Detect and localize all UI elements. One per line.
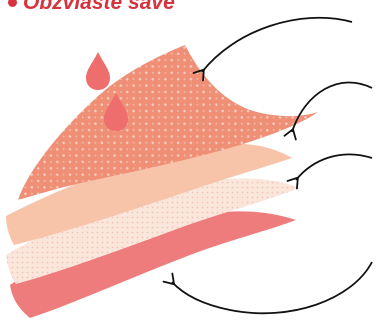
- curved-arrow-icon: [292, 82, 372, 132]
- water-drop-icon: [86, 52, 110, 90]
- curved-arrow-icon: [202, 18, 352, 72]
- curved-arrow-icon: [172, 262, 372, 313]
- curved-arrow-icon: [296, 154, 372, 180]
